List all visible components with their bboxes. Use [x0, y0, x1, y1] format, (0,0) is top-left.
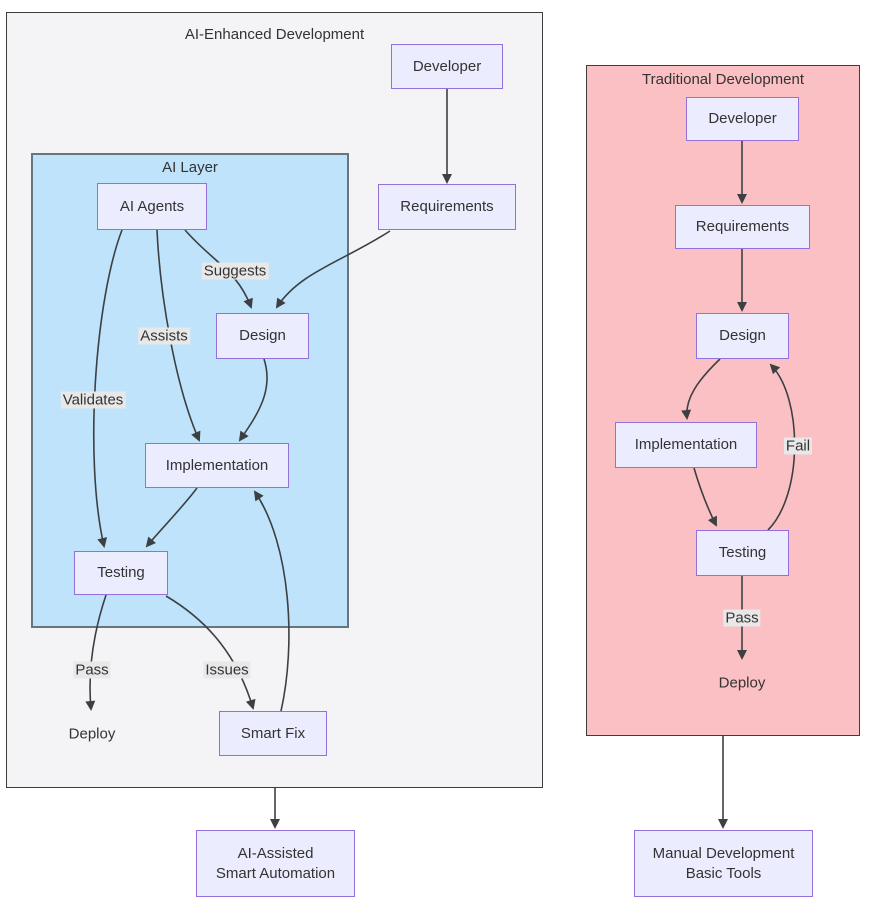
node-testing-trad: Testing — [696, 530, 789, 576]
node-design-trad: Design — [696, 313, 789, 359]
edge-label-validates: Validates — [60, 391, 126, 409]
node-result-ai-line1: AI-Assisted — [237, 844, 314, 862]
edge-label-pass-trad: Pass — [723, 609, 761, 627]
node-result-ai-line2: Smart Automation — [215, 864, 336, 882]
node-result-trad-line1: Manual Development — [652, 844, 795, 862]
node-implementation-trad: Implementation — [615, 422, 757, 468]
node-implementation-ai: Implementation — [145, 443, 289, 488]
cluster-ai-enhanced-title: AI-Enhanced Development — [184, 26, 365, 43]
node-developer-ai: Developer — [391, 44, 503, 89]
edge-label-assists: Assists — [138, 327, 190, 345]
node-testing-ai: Testing — [74, 551, 168, 595]
text-deploy-trad: Deploy — [718, 674, 766, 692]
node-requirements-trad: Requirements — [675, 205, 810, 249]
node-developer-trad: Developer — [686, 97, 799, 141]
node-ai-agents: AI Agents — [97, 183, 207, 230]
node-result-trad: Manual Development Basic Tools — [634, 830, 813, 897]
node-result-ai: AI-Assisted Smart Automation — [196, 830, 355, 897]
edge-label-pass-ai: Pass — [73, 661, 111, 679]
cluster-traditional: Traditional Development — [586, 65, 860, 736]
edge-label-fail: Fail — [783, 437, 813, 455]
node-requirements-ai: Requirements — [378, 184, 516, 230]
node-smart-fix: Smart Fix — [219, 711, 327, 756]
text-deploy-ai: Deploy — [68, 725, 116, 743]
node-result-trad-line2: Basic Tools — [685, 864, 762, 882]
node-design-ai: Design — [216, 313, 309, 359]
edge-label-issues: Issues — [203, 661, 251, 679]
cluster-traditional-title: Traditional Development — [641, 71, 805, 88]
edge-label-suggests: Suggests — [201, 262, 269, 280]
cluster-ai-layer-title: AI Layer — [162, 159, 218, 176]
